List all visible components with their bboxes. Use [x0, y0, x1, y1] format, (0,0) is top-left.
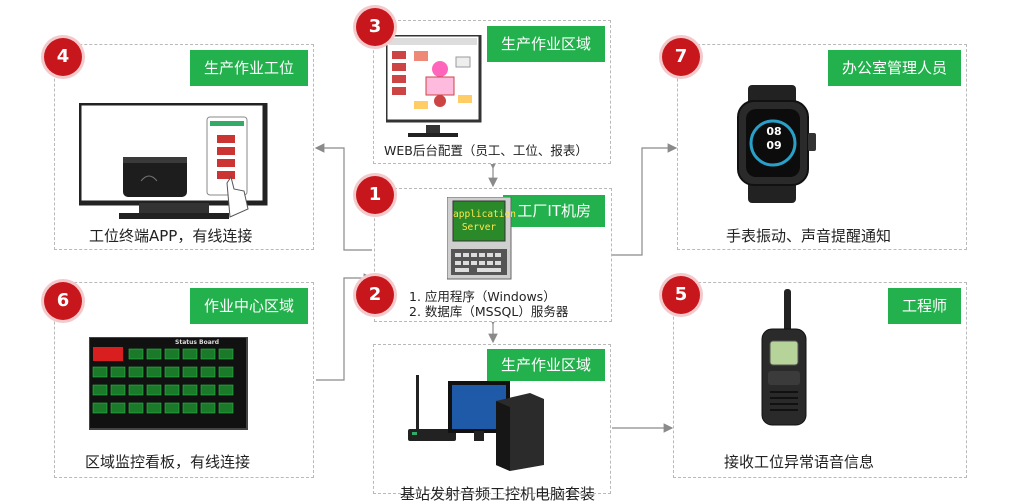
badge-3: 3 [356, 8, 394, 46]
base-box: 生产作业区域 基站发射音频工控机电脑套装 [373, 344, 611, 503]
base-tag: 生产作业区域 [486, 349, 605, 381]
node-1-box: 工厂IT机房 application Server 1. 应用程序（Window… [374, 188, 612, 322]
node-4-tag: 生产作业工位 [189, 50, 308, 86]
smartwatch-image [737, 85, 816, 203]
node-7-tag: 办公室管理人员 [827, 50, 961, 86]
watch-time-hours: 08 [766, 125, 782, 138]
node-6-box: 作业中心区域 Status Board 区域监控看板，有线连接 [54, 282, 314, 478]
badge-7: 7 [662, 38, 700, 76]
server-image [447, 197, 512, 280]
badge-2: 2 [356, 276, 394, 314]
base-station-pc-image [408, 375, 544, 471]
base-caption: 基站发射音频工控机电脑套装 [400, 485, 596, 503]
badge-1: 1 [356, 176, 394, 214]
node-4-caption: 工位终端APP，有线连接 [89, 227, 253, 245]
connector-6-1 [316, 273, 374, 381]
status-board-image [89, 337, 248, 430]
node-6-tag: 作业中心区域 [189, 288, 308, 324]
node-4-box: 生产作业工位 工位终端APP，有线连接 [54, 44, 314, 250]
node-5-tag: 工程师 [887, 288, 961, 324]
node-1-tag: 工厂IT机房 [503, 195, 605, 227]
badge-5: 5 [662, 276, 700, 314]
connector-4-1 [314, 143, 372, 251]
watch-time-minutes: 09 [766, 139, 782, 152]
walkie-talkie-image [761, 289, 807, 426]
badge-6: 6 [44, 282, 82, 320]
node-3-caption: WEB后台配置（员工、工位、报表） [384, 143, 588, 158]
node-5-box: 工程师 接收工位异常语音信息 [673, 282, 967, 478]
node-7-box: 办公室管理人员 08 09 手表振动、声音提醒通知 [677, 44, 967, 250]
connector-1-7 [612, 143, 678, 256]
badge-4: 4 [44, 38, 82, 76]
node-3-tag: 生产作业区域 [486, 26, 605, 62]
node-2-line-2: 2. 数据库（MSSQL）服务器 [409, 304, 569, 319]
server-screen-text-1: application [453, 209, 516, 220]
node-7-caption: 手表振动、声音提醒通知 [726, 227, 892, 245]
web-monitor-image [386, 35, 482, 137]
node-2-line-1: 1. 应用程序（Windows） [409, 289, 556, 304]
node-5-caption: 接收工位异常语音信息 [724, 453, 875, 471]
server-screen-text-2: Server [461, 222, 497, 233]
status-board-title: Status Board [175, 339, 220, 346]
terminal-monitor-image [79, 103, 268, 219]
node-6-caption: 区域监控看板，有线连接 [85, 453, 251, 471]
node-3-box: 生产作业区域 WEB后台配置（员工、工位、报表） [373, 20, 611, 164]
